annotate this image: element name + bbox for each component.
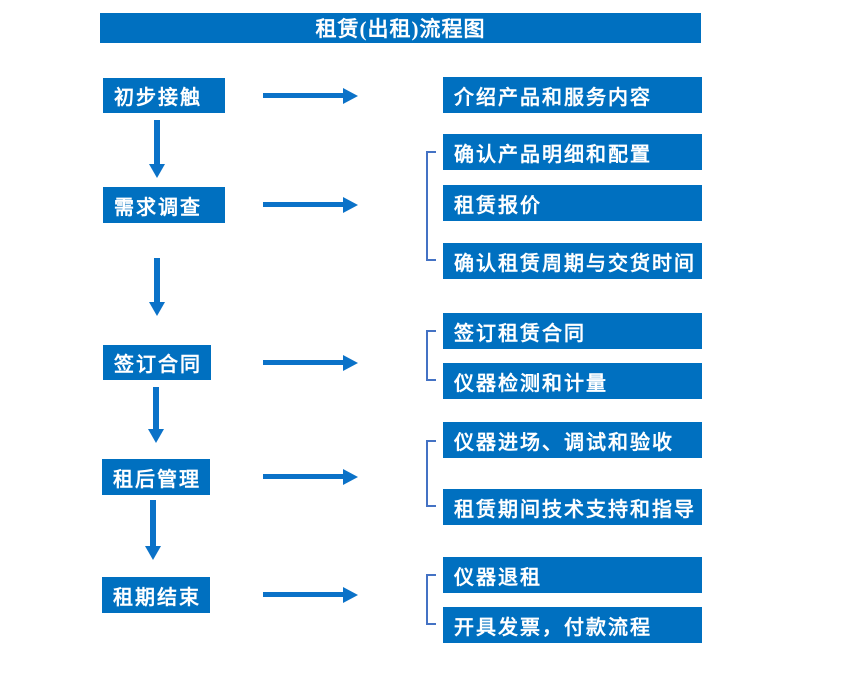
arrow-right-icon [263, 360, 343, 365]
arrow-right-icon [263, 93, 343, 98]
detail-instrument-return: 仪器退租 [443, 557, 702, 593]
step-rental-end: 租期结束 [102, 577, 210, 613]
bracket-icon [426, 151, 436, 261]
step-sign-contract: 签订合同 [103, 345, 211, 380]
detail-invoice-payment: 开具发票，付款流程 [443, 607, 702, 643]
detail-instrument-testing-metering: 仪器检测和计量 [443, 363, 702, 399]
detail-rental-tech-support: 租赁期间技术支持和指导 [443, 489, 702, 525]
bracket-icon [426, 440, 436, 507]
bracket-icon [426, 574, 436, 625]
flowchart-title: 租赁(出租)流程图 [100, 13, 701, 43]
detail-confirm-product-details: 确认产品明细和配置 [443, 134, 702, 170]
arrow-right-icon [263, 202, 343, 207]
arrow-down-icon [150, 500, 156, 546]
detail-confirm-rental-period-delivery: 确认租赁周期与交货时间 [443, 243, 702, 279]
detail-sign-rental-contract: 签订租赁合同 [443, 313, 702, 349]
detail-intro-products-services: 介绍产品和服务内容 [443, 77, 702, 113]
arrow-right-icon [263, 474, 343, 479]
detail-rental-quote: 租赁报价 [443, 185, 702, 221]
step-post-rental-management: 租后管理 [102, 459, 210, 495]
bracket-icon [426, 330, 436, 381]
step-demand-survey: 需求调查 [103, 187, 225, 223]
arrow-down-icon [154, 258, 160, 302]
detail-instrument-entry-acceptance: 仪器进场、调试和验收 [443, 422, 702, 458]
arrow-right-icon [263, 592, 343, 597]
arrow-down-icon [154, 120, 160, 164]
step-initial-contact: 初步接触 [103, 78, 225, 113]
arrow-down-icon [153, 387, 159, 429]
